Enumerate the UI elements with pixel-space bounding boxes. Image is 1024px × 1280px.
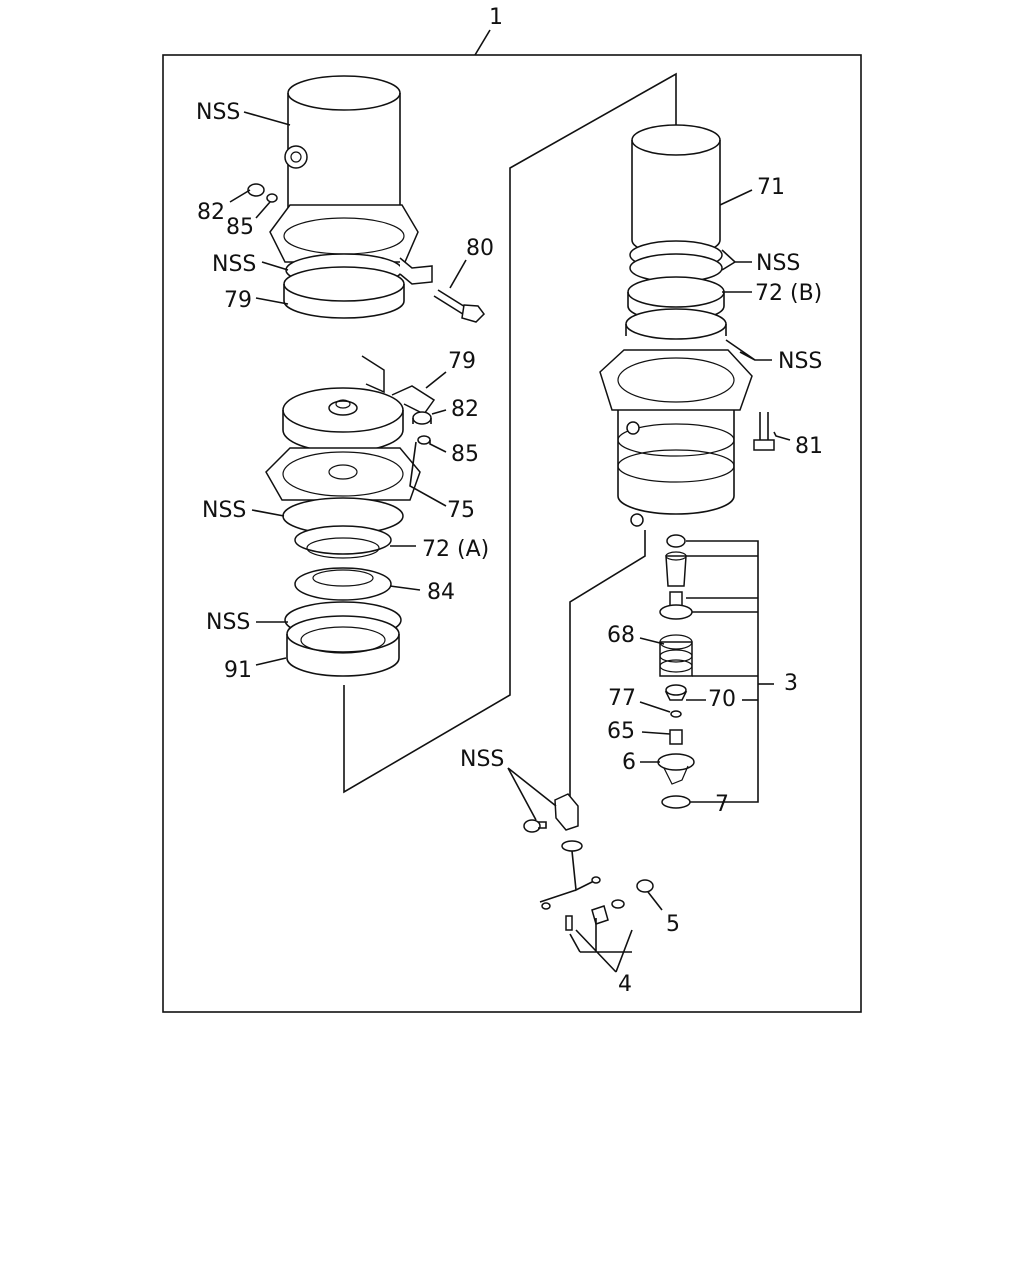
- bolt-nss-bottom: [523, 819, 547, 833]
- cylinder-body-right: [599, 349, 753, 527]
- callout-nss-right-1: NSS: [756, 251, 800, 276]
- callout-77: 77: [608, 686, 636, 711]
- assembly-axis-line: [343, 72, 677, 794]
- callout-1: 1: [489, 5, 503, 30]
- piston-71: [631, 124, 721, 256]
- bolt-80: [433, 289, 485, 323]
- callout-71: 71: [757, 175, 785, 200]
- callout-nss-left-4: NSS: [206, 610, 250, 635]
- callout-5: 5: [666, 912, 680, 937]
- kit-3-parts: [657, 534, 695, 809]
- callout-6: 6: [622, 750, 636, 775]
- sensor-5: [636, 879, 654, 893]
- callout-79-mid: 79: [448, 349, 476, 374]
- callout-72a: 72 (A): [422, 537, 489, 562]
- bracket: [554, 793, 579, 831]
- callout-65: 65: [607, 719, 635, 744]
- callout-91: 91: [224, 658, 252, 683]
- callout-79-top: 79: [224, 288, 252, 313]
- ring-91: [286, 615, 400, 677]
- callout-84: 84: [427, 580, 455, 605]
- seal-rings-upper-right: [629, 240, 723, 283]
- ring-79-upper: [283, 257, 433, 319]
- assembly-leader: [474, 29, 491, 56]
- callout-80: 80: [466, 236, 494, 261]
- assembly-frame: [162, 54, 862, 1013]
- nut-82-upper: [247, 183, 265, 197]
- callout-7: 7: [715, 792, 729, 817]
- diaphragm-72a: [294, 525, 392, 559]
- callout-nss-right-2: NSS: [778, 349, 822, 374]
- leader-lines: [229, 111, 791, 973]
- callout-82-top: 82: [197, 200, 225, 225]
- nut-82-mid: [412, 411, 432, 425]
- sensor-harness-4: [539, 840, 625, 931]
- callout-nss-left-2: NSS: [212, 252, 256, 277]
- callout-81: 81: [795, 434, 823, 459]
- piston-plate-79: [282, 355, 436, 453]
- bolt-81: [753, 412, 775, 451]
- callout-nss-left-3: NSS: [202, 498, 246, 523]
- callout-68: 68: [607, 623, 635, 648]
- callout-nss-top-left: NSS: [196, 100, 240, 125]
- callout-70: 70: [708, 687, 736, 712]
- callout-nss-bottom: NSS: [460, 747, 504, 772]
- snap-ring-84: [294, 567, 392, 601]
- callout-72b: 72 (B): [755, 281, 822, 306]
- washer-85-upper: [266, 193, 278, 203]
- sensor-axis-line: [569, 530, 646, 802]
- washer-85-mid: [417, 435, 431, 445]
- cylinder-housing-left: [269, 75, 419, 263]
- seal-ring-mid-right: [625, 308, 727, 340]
- callout-75: 75: [447, 498, 475, 523]
- callout-3: 3: [784, 671, 798, 696]
- callout-82-mid: 82: [451, 397, 479, 422]
- callout-85-top: 85: [226, 215, 254, 240]
- callout-4: 4: [618, 972, 632, 997]
- callout-85-mid: 85: [451, 442, 479, 467]
- housing-75: [265, 447, 421, 501]
